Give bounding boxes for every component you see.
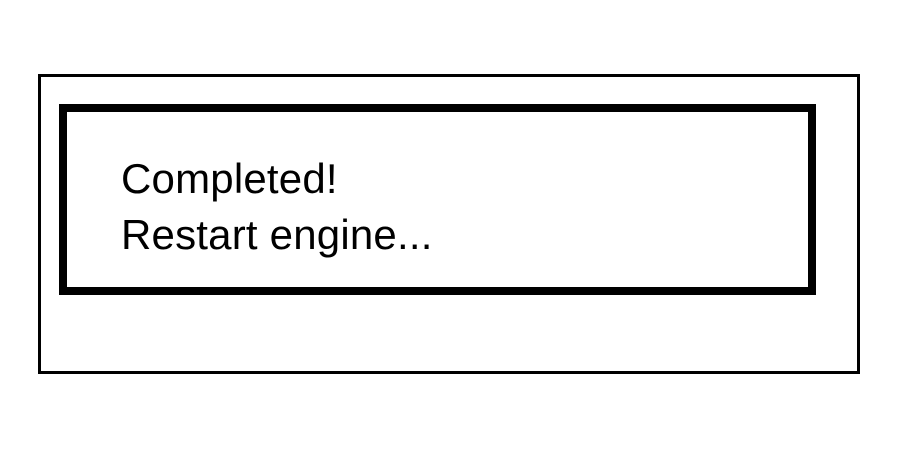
status-message: Completed! [121, 155, 338, 202]
instruction-message: Restart engine... [121, 211, 433, 258]
display-screen: Completed! Restart engine... [59, 104, 816, 295]
